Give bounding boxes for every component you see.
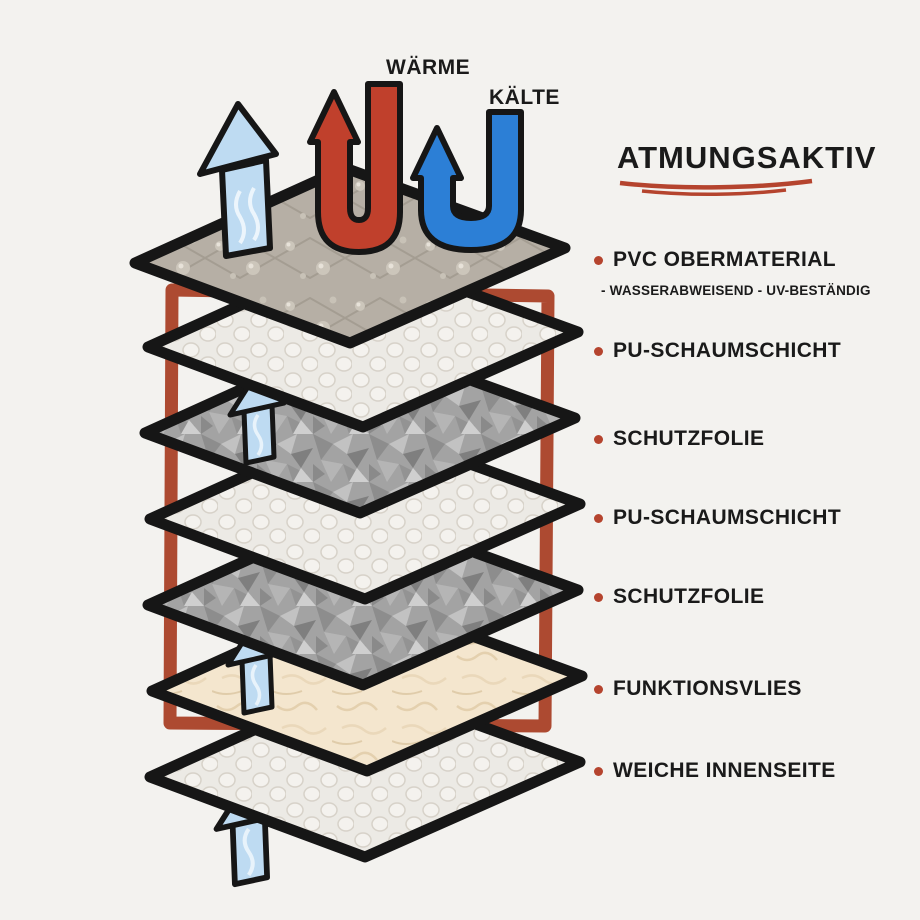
title-underline-2 bbox=[641, 188, 787, 197]
layer-label: SCHUTZFOLIE bbox=[613, 585, 765, 608]
bullet-dot bbox=[594, 255, 603, 265]
label-row-schutzfolie-2: SCHUTZFOLIE bbox=[594, 585, 764, 609]
layer-label: PVC OBERMATERIAL bbox=[613, 248, 837, 271]
label-row-pvc-obermaterial: PVC OBERMATERIAL bbox=[594, 248, 836, 272]
bullet-dot bbox=[594, 346, 603, 356]
label-sub-pvc-properties: - WASSERABWEISEND - UV-BESTÄNDIG bbox=[601, 283, 871, 298]
diagram-title: ATMUNGSAKTIV bbox=[617, 140, 877, 175]
layer-label: FUNKTIONSVLIES bbox=[613, 677, 802, 700]
heat-arrow-label: WÄRME bbox=[386, 56, 471, 79]
bullet-dot bbox=[594, 592, 603, 602]
label-row-weiche-innenseite: WEICHE INNENSEITE bbox=[594, 759, 836, 783]
label-row-pu-schaumschicht-2: PU-SCHAUMSCHICHT bbox=[594, 506, 841, 530]
bullet-dot bbox=[594, 766, 603, 776]
label-row-funktionsvlies: FUNKTIONSVLIES bbox=[594, 677, 802, 701]
heat-uturn-arrow-icon bbox=[307, 81, 403, 255]
layer-label: PU-SCHAUMSCHICHT bbox=[613, 339, 842, 362]
layer-label: WEICHE INNENSEITE bbox=[613, 759, 836, 782]
label-row-pu-schaumschicht-1: PU-SCHAUMSCHICHT bbox=[594, 339, 841, 363]
title-underline bbox=[619, 178, 813, 190]
breathability-arrow-icon bbox=[197, 101, 279, 259]
cold-uturn-arrow-icon bbox=[410, 109, 524, 253]
bullet-dot bbox=[594, 434, 603, 444]
layer-label: SCHUTZFOLIE bbox=[613, 427, 765, 450]
bullet-dot bbox=[594, 684, 603, 694]
bullet-dot bbox=[594, 513, 603, 523]
label-row-schutzfolie-1: SCHUTZFOLIE bbox=[594, 427, 764, 451]
layer-label: PU-SCHAUMSCHICHT bbox=[613, 506, 842, 529]
cold-arrow-label: KÄLTE bbox=[489, 86, 560, 109]
